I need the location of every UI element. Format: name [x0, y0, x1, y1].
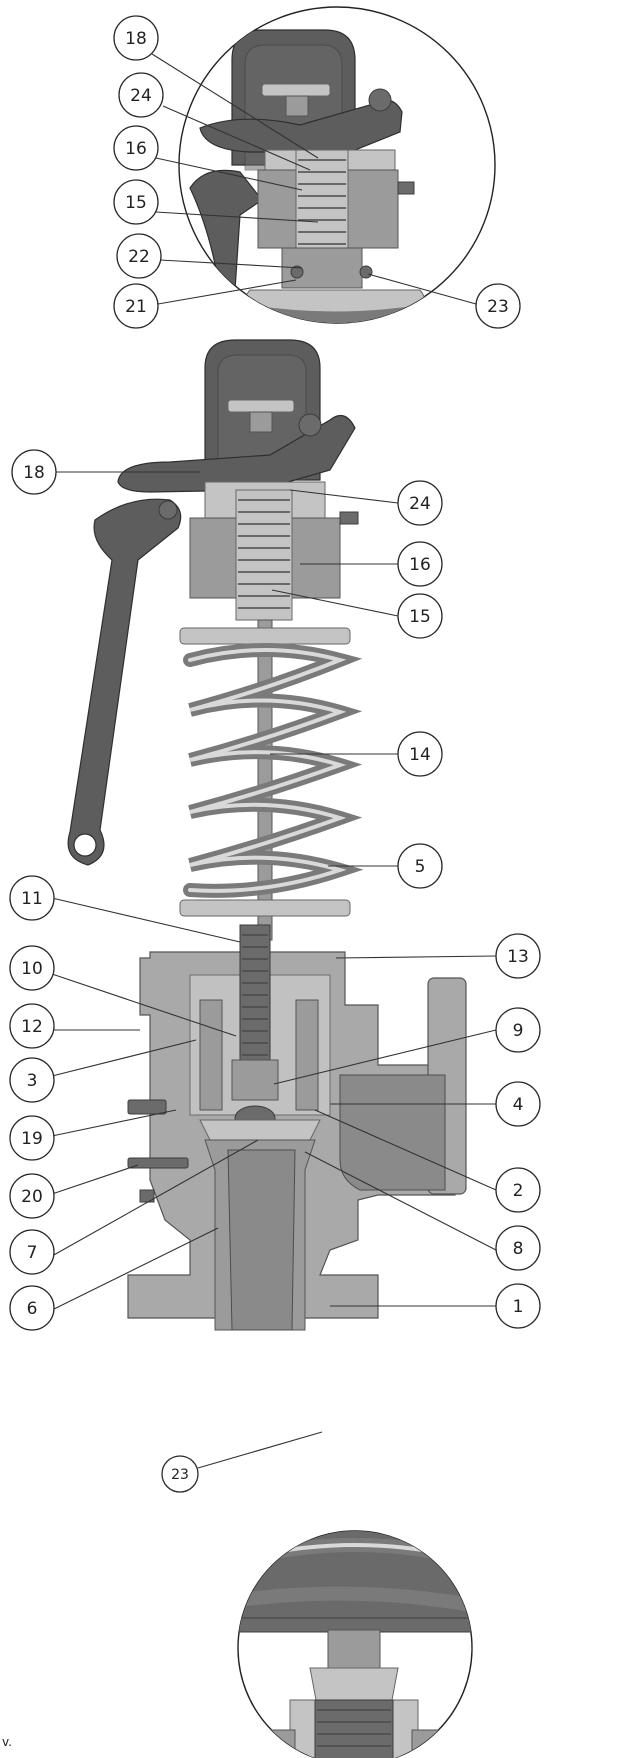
- svg-text:4: 4: [513, 1095, 524, 1115]
- callout-main-20: 20: [9, 1173, 55, 1219]
- callout-main-5: 5: [397, 843, 443, 889]
- svg-text:7: 7: [27, 1243, 38, 1263]
- callout-main-9: 9: [495, 1007, 541, 1053]
- svg-text:20: 20: [21, 1187, 43, 1207]
- svg-text:6: 6: [27, 1299, 38, 1319]
- callout-main-12: 12: [9, 1003, 55, 1049]
- svg-text:9: 9: [513, 1021, 524, 1041]
- svg-text:1: 1: [513, 1297, 524, 1317]
- svg-text:22: 22: [128, 247, 150, 267]
- svg-text:10: 10: [21, 959, 43, 979]
- svg-text:23: 23: [171, 1467, 189, 1483]
- svg-text:5: 5: [415, 857, 426, 877]
- svg-text:16: 16: [125, 139, 147, 159]
- callout-main-2: 2: [495, 1167, 541, 1213]
- svg-text:13: 13: [507, 947, 529, 967]
- svg-text:15: 15: [125, 193, 147, 213]
- callout-main-7: 7: [9, 1229, 55, 1275]
- callout-main-8: 8: [495, 1225, 541, 1271]
- callout-main-16: 16: [397, 541, 443, 587]
- svg-text:18: 18: [23, 463, 45, 483]
- callout-main-19: 19: [9, 1115, 55, 1161]
- callout-main-6: 6: [9, 1285, 55, 1331]
- callout-main-11: 11: [9, 875, 55, 921]
- svg-text:16: 16: [409, 555, 431, 575]
- callout-main-1: 1: [495, 1283, 541, 1329]
- callout-main-4: 4: [495, 1081, 541, 1127]
- callout-main-14: 14: [397, 731, 443, 777]
- callout-bottom-23: 23: [161, 1455, 199, 1493]
- svg-text:14: 14: [409, 745, 431, 765]
- svg-text:23: 23: [487, 297, 509, 317]
- footer-text-fragment: v.: [2, 1735, 12, 1749]
- callout-main-3: 3: [9, 1057, 55, 1103]
- svg-text:8: 8: [513, 1239, 524, 1259]
- svg-text:11: 11: [21, 889, 43, 909]
- callout-top-21: 21: [113, 283, 159, 329]
- svg-text:15: 15: [409, 607, 431, 627]
- svg-text:21: 21: [125, 297, 147, 317]
- svg-text:24: 24: [409, 494, 431, 514]
- callout-main-10: 10: [9, 945, 55, 991]
- callout-main-18: 18: [11, 449, 57, 495]
- svg-text:2: 2: [513, 1181, 524, 1201]
- callout-top-18: 18: [113, 15, 159, 61]
- main-valve-assembly: [67, 339, 467, 1331]
- callout-main-13: 13: [495, 933, 541, 979]
- callout-top-24: 24: [118, 72, 164, 118]
- bottom-detail-view: [237, 1530, 473, 1758]
- callout-top-16: 16: [113, 125, 159, 171]
- callout-main-15: 15: [397, 593, 443, 639]
- callout-top-22: 22: [116, 233, 162, 279]
- svg-text:19: 19: [21, 1129, 43, 1149]
- svg-text:12: 12: [21, 1017, 43, 1037]
- callout-top-23: 23: [475, 283, 521, 329]
- leader-lines: [51, 53, 497, 1469]
- svg-text:24: 24: [130, 86, 152, 106]
- spring: [183, 643, 364, 898]
- callout-top-15: 15: [113, 179, 159, 225]
- top-detail-view: [178, 6, 496, 324]
- callout-main-24: 24: [397, 480, 443, 526]
- svg-text:3: 3: [27, 1071, 38, 1091]
- svg-text:18: 18: [125, 29, 147, 49]
